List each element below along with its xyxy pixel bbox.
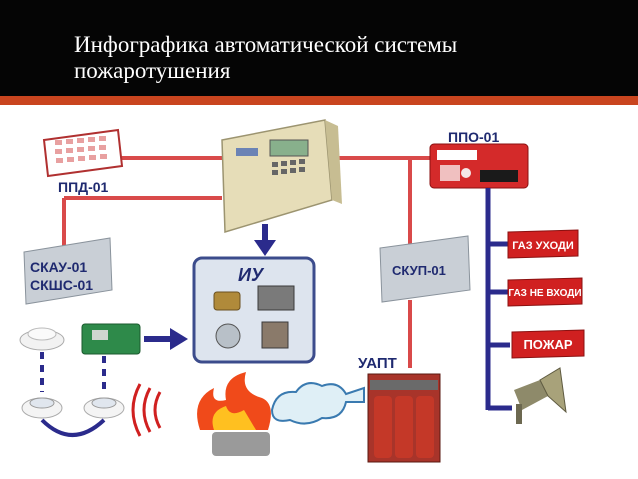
uapt-cylinders bbox=[367, 373, 441, 463]
heat-detector-2-icon bbox=[83, 397, 125, 419]
signal-gas-dont-enter: ГАЗ НЕ ВХОДИ bbox=[507, 277, 583, 307]
accent-bar bbox=[0, 96, 638, 105]
fire-icon bbox=[197, 372, 271, 456]
ppo-01-device bbox=[429, 143, 529, 189]
module-board-icon bbox=[81, 323, 141, 355]
signal-fire-text: ПОЖАР bbox=[523, 337, 572, 352]
smoke-detector-icon bbox=[19, 327, 65, 351]
arrow-to-iu bbox=[254, 224, 276, 256]
ppd-01-label: ППД-01 bbox=[58, 179, 109, 195]
control-cabinet bbox=[221, 119, 342, 233]
heat-detector-icon bbox=[21, 397, 63, 419]
skau-device bbox=[23, 237, 113, 305]
signal-fire: ПОЖАР bbox=[511, 329, 585, 359]
signal-gas-leave-text: ГАЗ УХОДИ bbox=[512, 240, 574, 252]
skau-label: СКАУ-01 bbox=[30, 259, 87, 275]
loudspeaker-icon bbox=[514, 367, 567, 424]
sound-waves bbox=[131, 383, 162, 437]
signal-gas-dont-enter-text: ГАЗ НЕ ВХОДИ bbox=[508, 288, 581, 299]
skup-label: СКУП-01 bbox=[392, 263, 446, 278]
detector-loop bbox=[40, 418, 106, 437]
detector-links bbox=[40, 352, 106, 392]
slide-title: Инфографика автоматической системы пожар… bbox=[74, 32, 458, 83]
actuator-icons bbox=[213, 285, 295, 349]
ppo-01-label: ППО-01 bbox=[448, 129, 499, 145]
uapt-label: УАПТ bbox=[358, 355, 397, 372]
iu-label: ИУ bbox=[238, 265, 265, 285]
connection-lines bbox=[62, 156, 432, 368]
extinguish-cloud-icon bbox=[270, 382, 365, 425]
skshs-label: СКШС-01 bbox=[30, 277, 93, 293]
ppd-01-device bbox=[42, 128, 124, 178]
arrow-module-to-iu bbox=[144, 328, 188, 350]
signal-gas-leave: ГАЗ УХОДИ bbox=[507, 229, 579, 259]
slide-header bbox=[0, 0, 638, 96]
skup-device bbox=[379, 235, 471, 303]
ppo-signal-bus bbox=[485, 188, 512, 411]
